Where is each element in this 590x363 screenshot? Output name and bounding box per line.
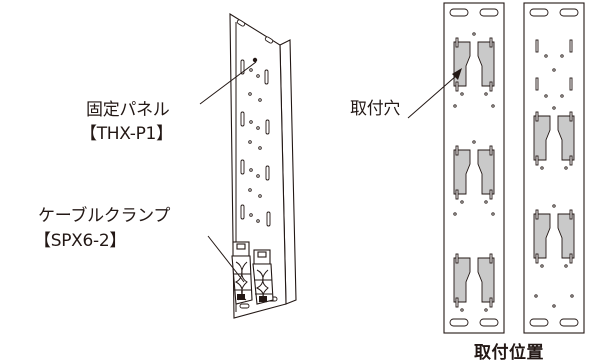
front-panel-right xyxy=(523,2,585,334)
position-caption: 取付位置 xyxy=(474,343,544,363)
panel-name-label: 固定パネル xyxy=(86,100,170,120)
hole-leader-line xyxy=(407,75,457,119)
front-panel-left xyxy=(443,2,505,334)
panel-code-label: 【THX-P1】 xyxy=(80,124,173,144)
clamp-code-label: 【SPX6-2】 xyxy=(34,231,127,251)
clamp-name-label: ケーブルクランプ xyxy=(38,206,171,226)
panel-leader-line xyxy=(199,61,257,105)
hole-label: 取付穴 xyxy=(350,99,401,119)
cable-clamps-perspective xyxy=(231,241,274,305)
hole-arrowhead xyxy=(452,68,462,80)
clamp-leader-line xyxy=(207,235,245,283)
